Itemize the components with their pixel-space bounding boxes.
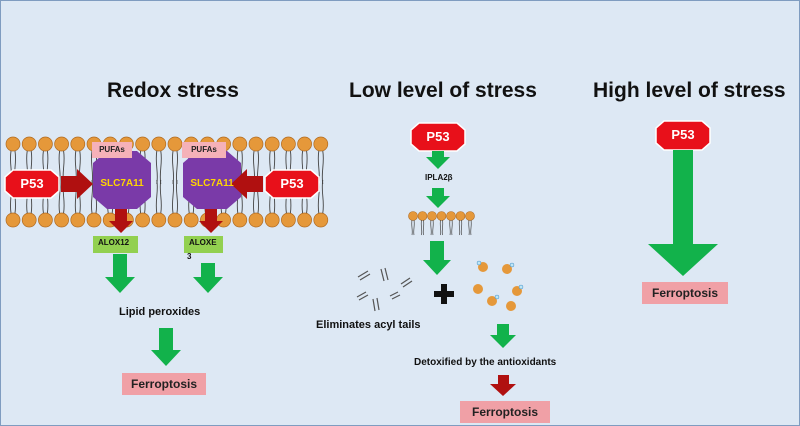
low-arrow-4 <box>490 324 516 348</box>
low-arrow-1 <box>426 151 450 169</box>
slc7a11-label-left: SLC7A11 <box>100 178 144 189</box>
inhibit-arrow-right <box>231 169 263 199</box>
low-arrow-2 <box>426 188 450 208</box>
aloxe3-label-suffix: 3 <box>187 252 192 261</box>
ferroptosis-box-redox: Ferroptosis <box>122 373 206 395</box>
heading-high-stress: High level of stress <box>593 79 786 102</box>
lipid-molecule <box>167 136 183 185</box>
inhibit-arrow-left <box>61 169 93 199</box>
alox12-box: ALOX12 <box>93 236 138 253</box>
high-arrow <box>648 150 718 276</box>
lipid-heads-cluster-icon <box>473 260 524 311</box>
slc7a11-transporter-left <box>93 151 151 209</box>
lipid-molecule <box>417 211 428 236</box>
low-arrow-3 <box>423 241 451 275</box>
p53-label-low: P53 <box>426 129 450 144</box>
p53-label-high: P53 <box>671 127 695 142</box>
slc-down-arrow-right <box>199 209 223 233</box>
ipla2b-label: IPLA2β <box>425 173 453 182</box>
lipid-molecule <box>455 211 466 236</box>
lipid-molecule <box>151 136 167 185</box>
lipid-molecule <box>436 211 447 236</box>
detoxified-label: Detoxified by the antioxidants <box>414 357 557 368</box>
slc-down-arrow-left <box>109 209 133 233</box>
aloxe3-box: ALOXE <box>184 236 223 253</box>
slc7a11-transporter-right <box>183 151 241 209</box>
p53-octagon-low <box>410 122 466 152</box>
lipid-peroxides-label: Lipid peroxides <box>119 306 201 318</box>
slc7a11-label-right: SLC7A11 <box>190 178 234 189</box>
pufas-label-left: PUFAs <box>92 142 132 158</box>
p53-octagon-left <box>4 169 60 199</box>
eliminates-acyl-tails-label: Eliminates acyl tails <box>316 319 421 331</box>
alox12-label: ALOX12 <box>98 238 130 247</box>
pufas-label-right: PUFAs <box>182 142 226 158</box>
low-arrow-darkred <box>490 375 516 396</box>
alox12-arrow <box>105 254 135 293</box>
lipid-molecule <box>446 211 456 236</box>
aloxe3-label: ALOXE <box>189 238 217 247</box>
heading-redox-stress: Redox stress <box>107 79 239 102</box>
aloxe3-arrow <box>193 263 223 293</box>
p53-label-left: P53 <box>20 176 44 191</box>
heading-low-stress: Low level of stress <box>349 79 537 102</box>
ferroptosis-box-high: Ferroptosis <box>642 282 728 304</box>
small-membrane-row <box>408 211 475 236</box>
lipid-peroxides-arrow <box>151 328 181 366</box>
lipid-molecule <box>151 179 167 228</box>
p53-label-right: P53 <box>280 176 304 191</box>
ferroptosis-box-low: Ferroptosis <box>460 401 550 423</box>
acyl-tails-icon <box>356 267 413 312</box>
p53-octagon-right <box>264 169 320 199</box>
lipid-molecule <box>427 211 437 236</box>
lipid-molecule <box>465 211 475 236</box>
lipid-molecule <box>408 211 418 236</box>
lipid-molecule <box>167 179 183 228</box>
p53-octagon-high <box>655 120 711 151</box>
plus-icon <box>434 284 454 304</box>
